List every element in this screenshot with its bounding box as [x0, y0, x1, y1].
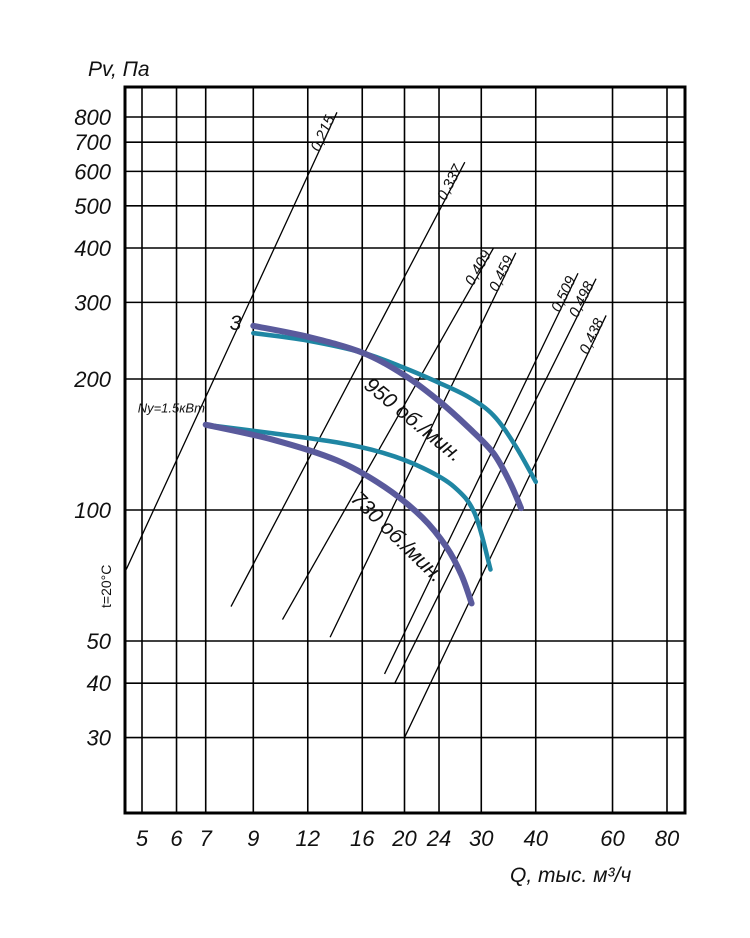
x-tick-label: 60	[600, 826, 625, 851]
plot-frame	[123, 85, 687, 815]
efficiency-line	[281, 247, 495, 620]
x-axis-label: Q, тыс. м³/ч	[510, 864, 631, 887]
y-tick-label: 800	[74, 105, 111, 130]
y-axis-label: Pv, Па	[88, 58, 150, 81]
x-tick-label: 30	[469, 826, 494, 851]
x-tick-label: 80	[655, 826, 680, 851]
power-label: Ny=1.5кВт	[138, 401, 205, 416]
efficiency-line	[125, 112, 338, 570]
x-tick-label: 20	[391, 826, 417, 851]
curve-number-label: 3	[230, 312, 242, 335]
efficiency-line	[394, 278, 597, 684]
y-tick-label: 300	[74, 290, 111, 315]
efficiency-line	[230, 161, 466, 607]
x-tick-label: 12	[296, 826, 320, 851]
efficiency-label: 0,215	[307, 112, 338, 154]
total-pressure-curve	[202, 421, 475, 607]
y-tick-label: 30	[87, 726, 112, 751]
efficiency-line	[383, 272, 579, 675]
x-tick-label: 5	[136, 826, 149, 851]
x-tick-label: 16	[350, 826, 375, 851]
y-tick-label: 500	[74, 194, 111, 219]
grid	[125, 87, 685, 813]
x-tick-label: 7	[200, 826, 213, 851]
x-tick-label: 6	[170, 826, 183, 851]
efficiency-label: 0,438	[576, 315, 608, 357]
temperature-label: t=20°C	[98, 565, 114, 608]
y-tick-label: 50	[87, 629, 112, 654]
y-tick-label: 40	[87, 671, 112, 696]
x-tick-label: 40	[524, 826, 549, 851]
y-tick-label: 100	[74, 498, 111, 523]
y-tick-label: 600	[74, 159, 111, 184]
efficiency-line	[403, 315, 607, 738]
x-tick-label: 24	[426, 826, 451, 851]
y-tick-label: 700	[74, 130, 111, 155]
y-tick-label: 200	[73, 367, 111, 392]
x-tick-label: 9	[247, 826, 259, 851]
static-pressure-curve	[203, 422, 493, 572]
performance-curves	[202, 322, 539, 607]
y-tick-label: 400	[74, 236, 111, 261]
total-pressure-curve	[250, 322, 524, 512]
efficiency-line	[329, 252, 517, 638]
